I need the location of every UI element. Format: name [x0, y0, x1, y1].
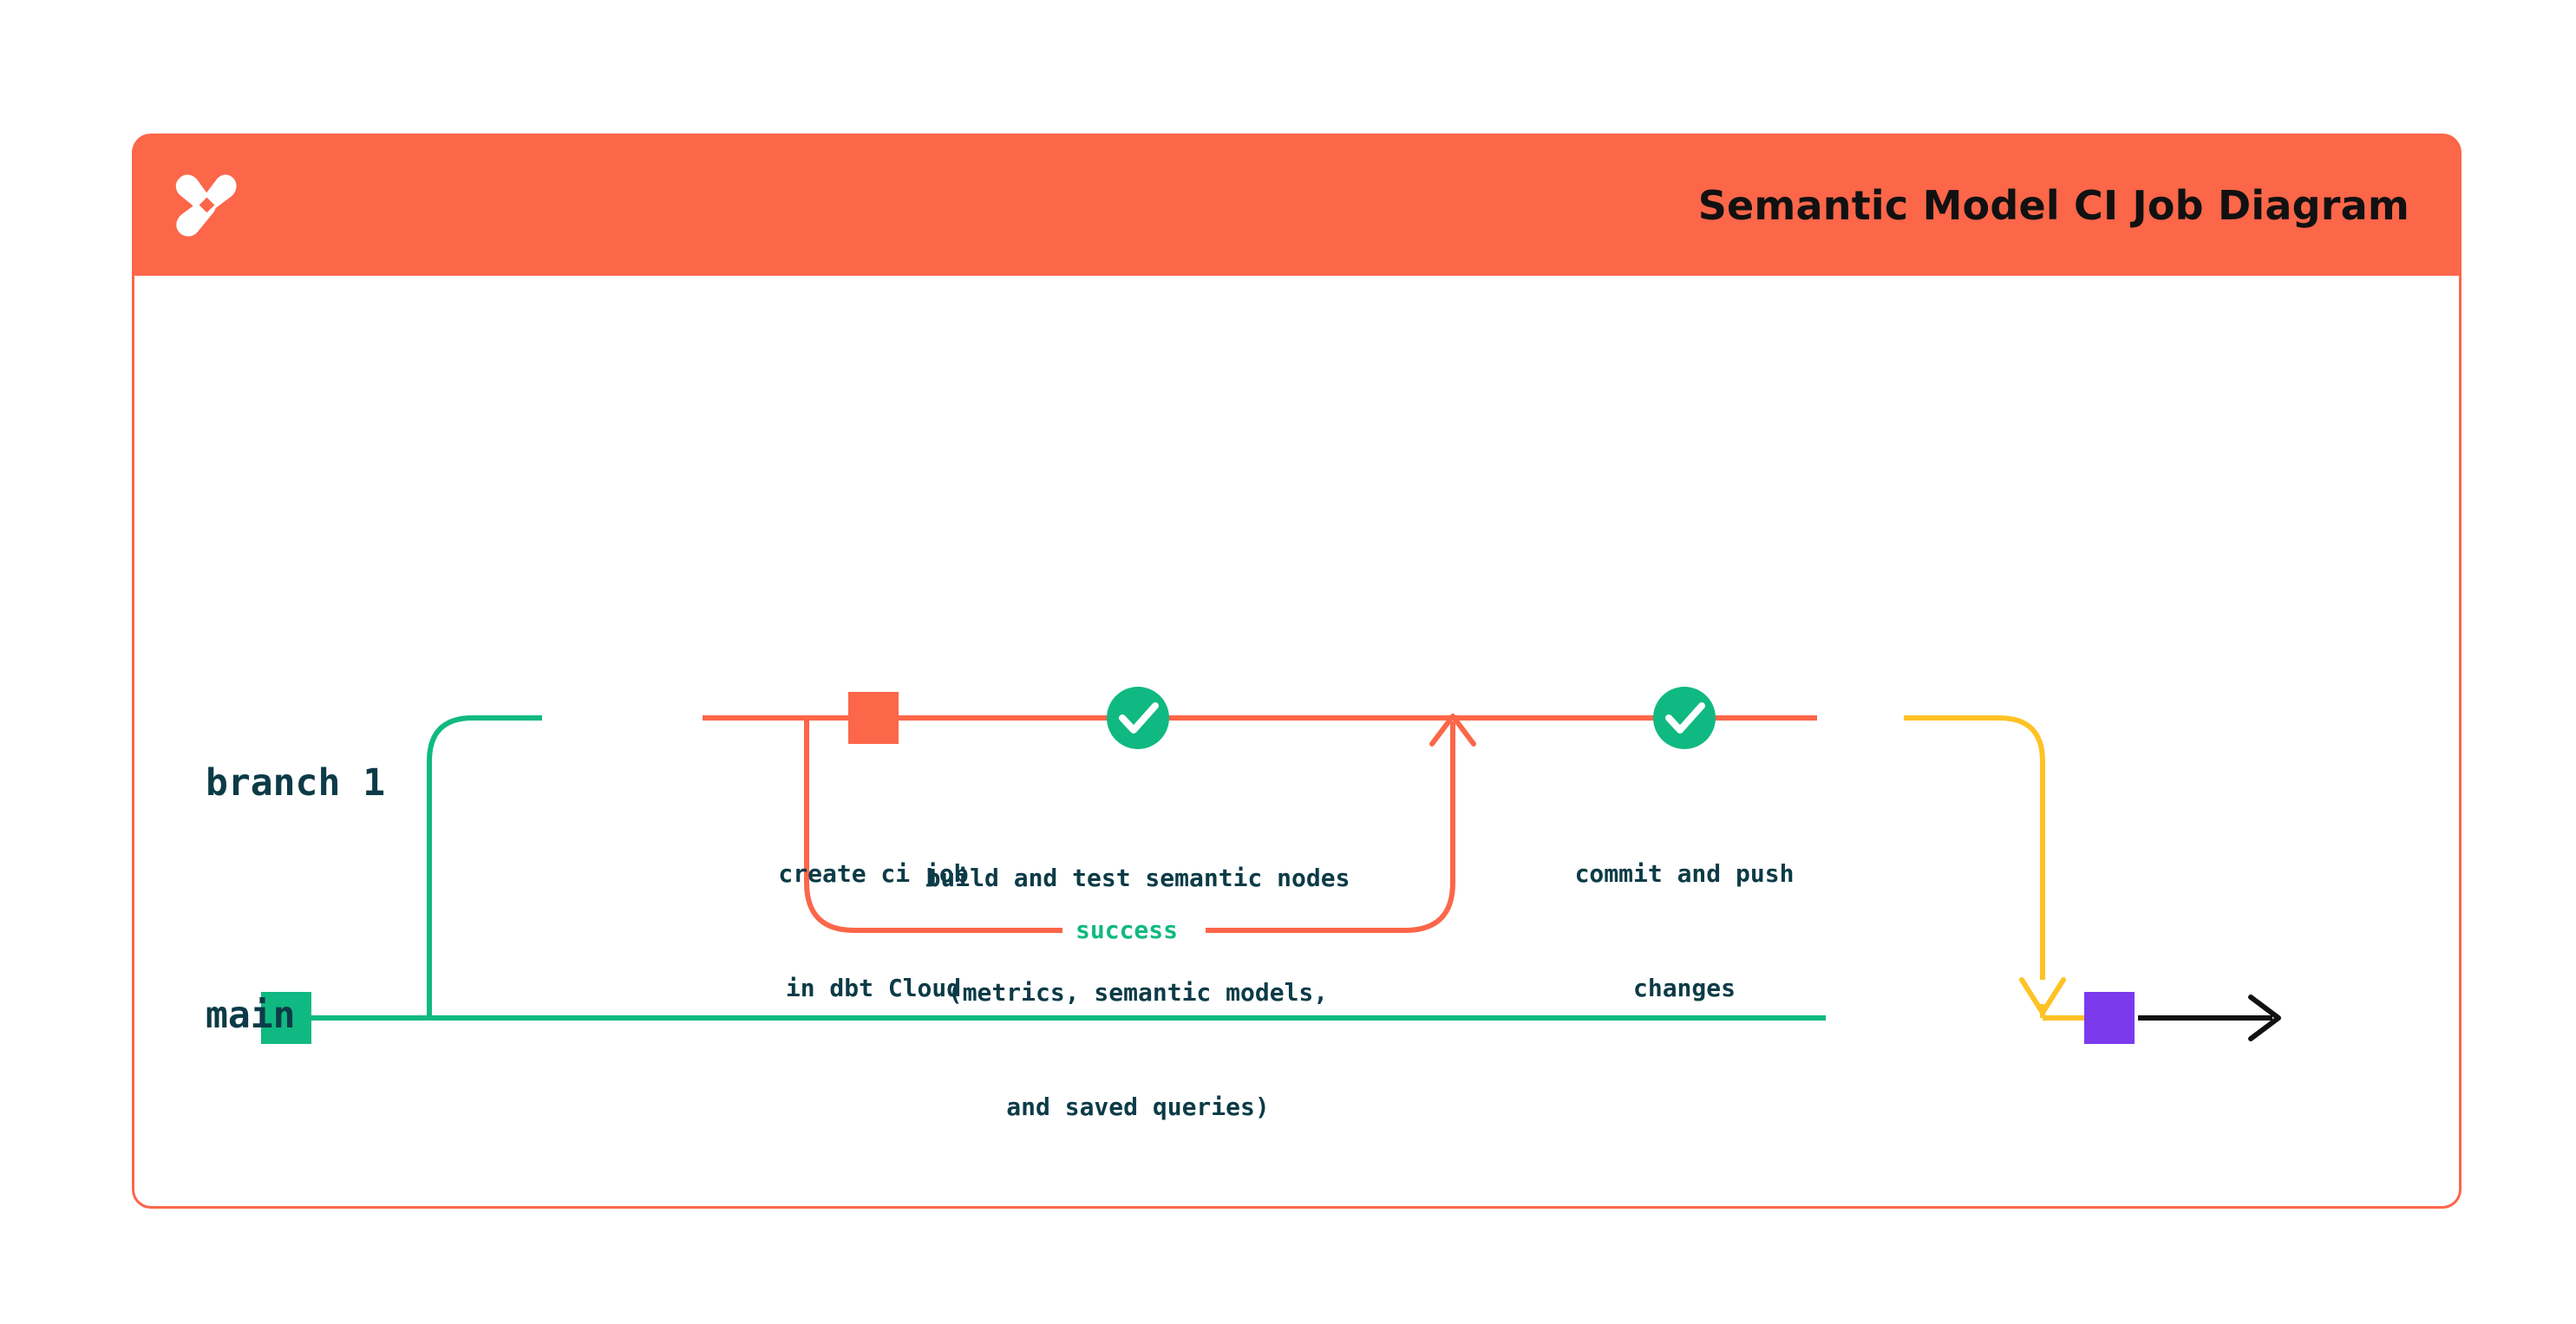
arrow-right-icon — [2248, 995, 2281, 1041]
node-label-line: and saved queries) — [1006, 1092, 1270, 1121]
card-header: Semantic Model CI Job Diagram — [132, 134, 2462, 277]
node-label-line: changes — [1632, 974, 1736, 1002]
node-label-commit-and-push: commit and push changes — [1498, 779, 1871, 1084]
success-arrowhead-icon — [1429, 714, 1476, 747]
node-label-line: commit and push — [1574, 859, 1795, 888]
node-label-line: build and test semantic nodes — [925, 864, 1350, 892]
node-label-merge-to-main: merge to main and deploy to production — [1845, 1150, 2383, 1206]
production-arrow — [2138, 995, 2281, 1041]
dbt-logo-icon — [165, 163, 248, 246]
create-ci-job-marker — [848, 692, 899, 744]
lane-label-branch-1: branch 1 — [206, 761, 386, 805]
lane-label-main: main — [206, 994, 296, 1037]
commit-and-push-check-circle-icon — [1653, 687, 1716, 749]
git-flow-diagram — [261, 687, 2281, 1044]
card-body: branch 1 main create ci job in dbt Cloud… — [132, 276, 2462, 1209]
node-label-line: create ci job — [778, 859, 969, 888]
node-label-create-ci-job: create ci job in dbt Cloud — [700, 779, 1047, 1084]
merge-to-main-line — [1904, 715, 2086, 1021]
edge-label-success: success — [1065, 916, 1189, 944]
diagram-card: Semantic Model CI Job Diagram — [132, 134, 2462, 1209]
success-loop-path — [804, 714, 1476, 933]
main-start-commit-marker — [261, 992, 311, 1044]
node-label-line: (metrics, semantic models, — [947, 978, 1329, 1007]
build-and-test-check-circle-icon — [1107, 687, 1169, 749]
page-title: Semantic Model CI Job Diagram — [1697, 182, 2409, 229]
node-label-line: in dbt Cloud — [785, 974, 962, 1002]
merge-to-main-marker — [2084, 992, 2135, 1044]
branch-fork-line — [427, 715, 707, 1018]
node-label-build-and-test: build and test semantic nodes (metrics, … — [891, 783, 1385, 1203]
